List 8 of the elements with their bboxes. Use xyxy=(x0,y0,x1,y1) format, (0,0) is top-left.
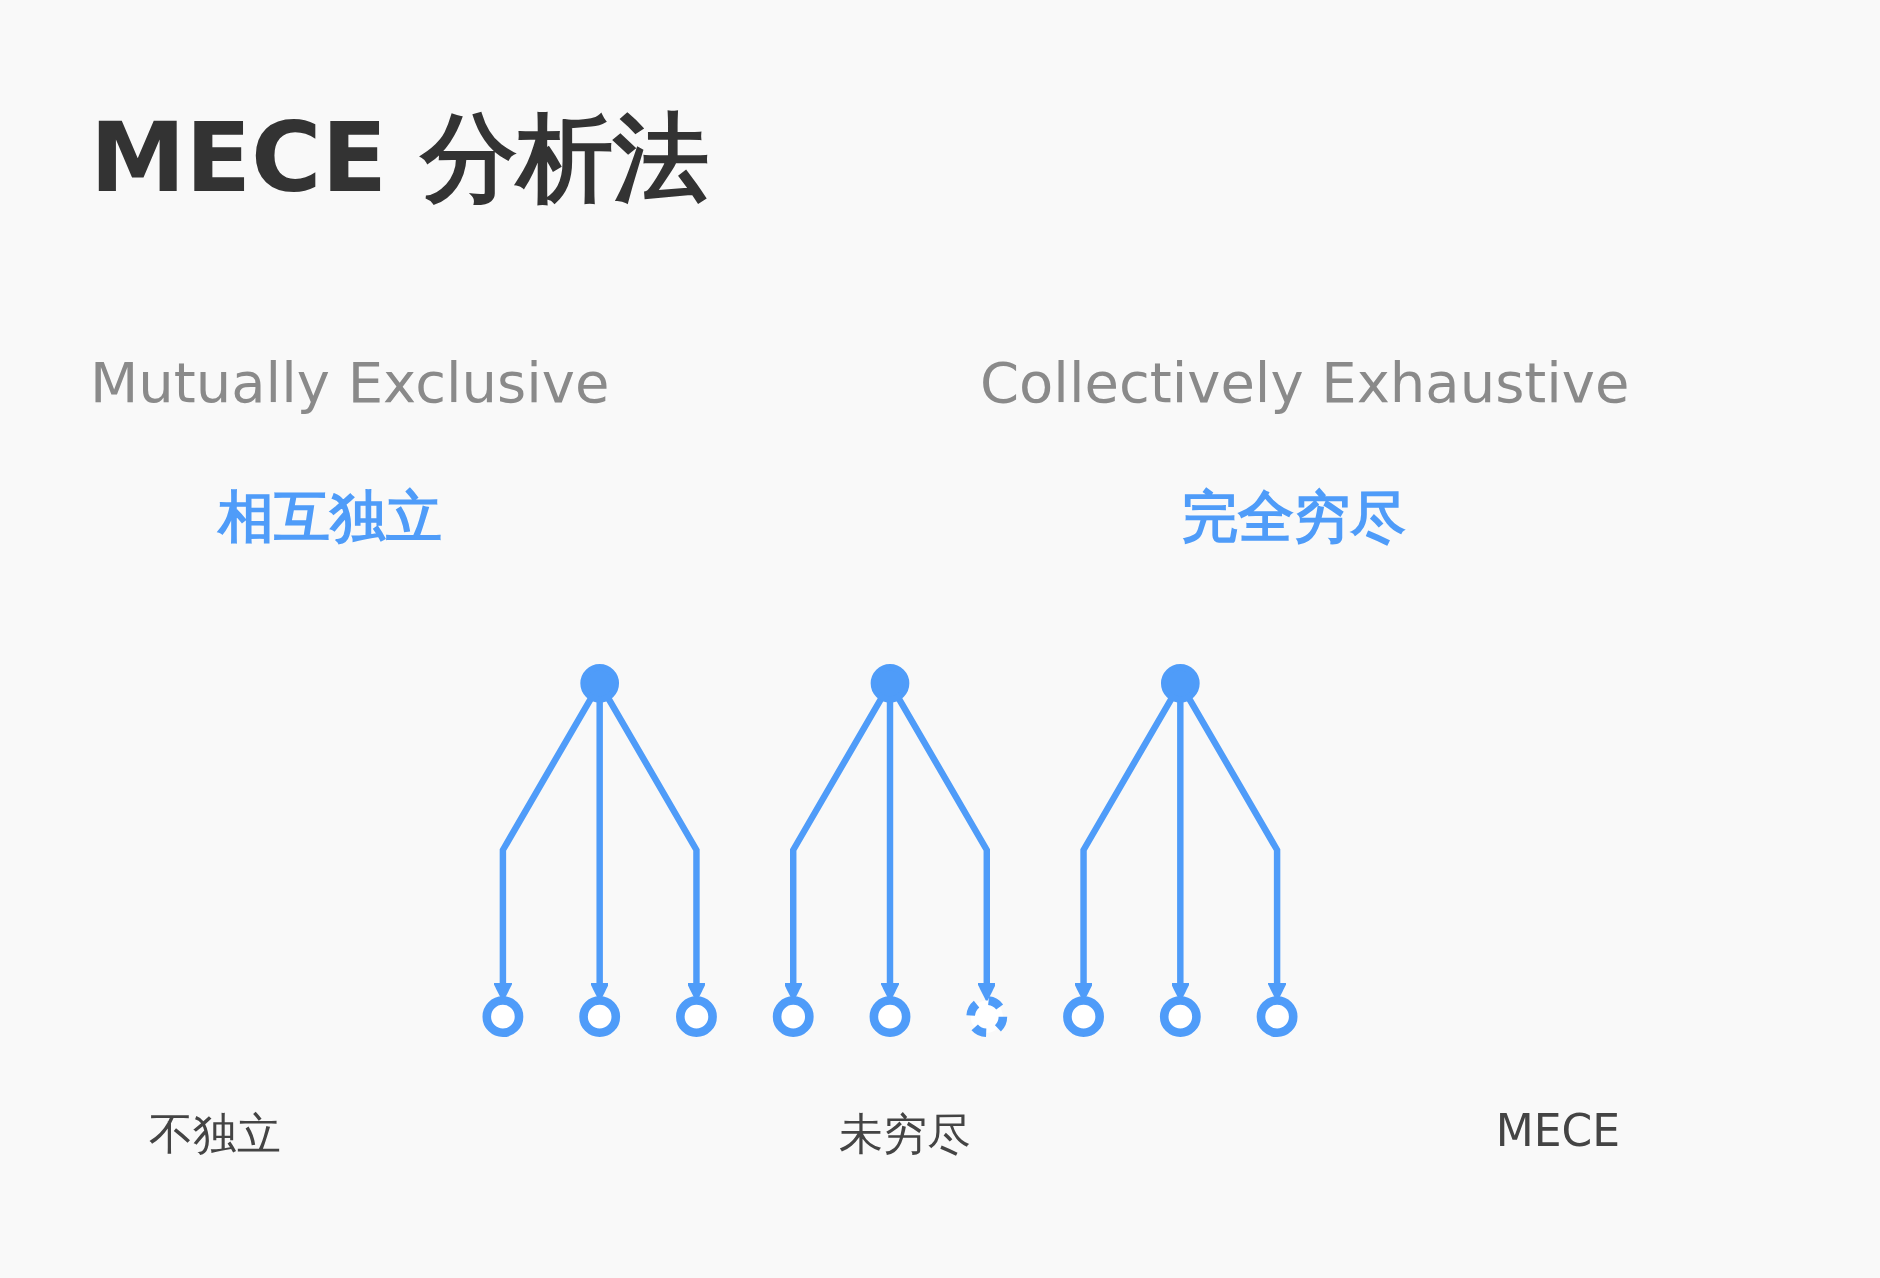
tree-caption: 不独立 xyxy=(149,1107,281,1161)
section-subheading: 相互独立 xyxy=(218,483,442,551)
tree-caption: MECE xyxy=(1495,1105,1621,1156)
title: MECE 分析法 xyxy=(90,101,709,216)
tree-caption: 未穷尽 xyxy=(839,1107,971,1161)
section-subheading: 完全穷尽 xyxy=(1182,483,1406,551)
section-heading: Mutually Exclusive xyxy=(90,350,610,415)
section-heading: Collectively Exhaustive xyxy=(980,350,1630,415)
